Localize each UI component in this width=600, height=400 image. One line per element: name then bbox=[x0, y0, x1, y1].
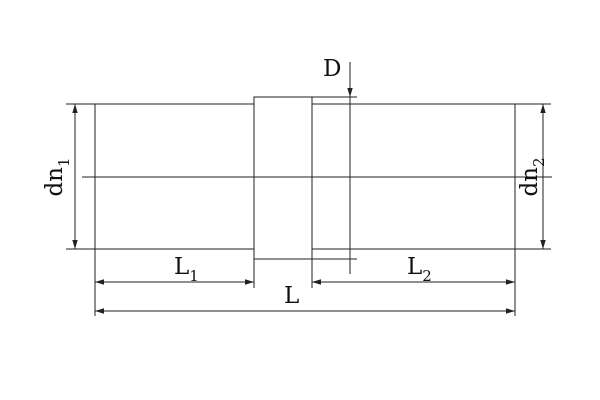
svg-text:dn1: dn1 bbox=[42, 157, 73, 196]
coupling-sleeve bbox=[253, 96, 313, 260]
dn2-label: dn2 bbox=[517, 157, 548, 196]
l2-label: L2 bbox=[407, 254, 432, 285]
l-label: L bbox=[284, 283, 299, 309]
dn1-label: dn1 bbox=[42, 157, 73, 196]
l1-label: L1 bbox=[174, 254, 199, 285]
svg-text:dn2: dn2 bbox=[517, 157, 548, 196]
d-label: D bbox=[323, 56, 341, 82]
